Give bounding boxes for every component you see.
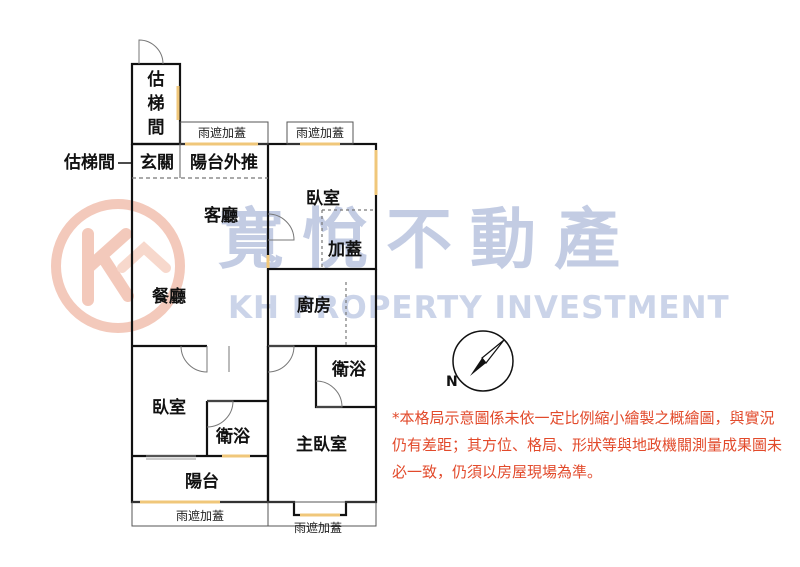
awning-label-bottom-right: 雨遮加蓋 xyxy=(294,521,343,535)
room-bath-left: 衛浴 xyxy=(216,427,250,447)
stair-label-side: 估梯間 xyxy=(64,153,115,173)
room-balcony: 陽台 xyxy=(185,472,219,492)
room-kitchen: 廚房 xyxy=(297,296,331,316)
compass-icon xyxy=(452,330,514,392)
watermark-english: KH PROPERTY INVESTMENT xyxy=(228,290,730,326)
room-dining: 餐廳 xyxy=(152,287,186,307)
room-bath-right: 衛浴 xyxy=(332,360,366,380)
room-entry: 玄關 xyxy=(140,153,174,173)
room-bedroom-top: 臥室 xyxy=(306,189,340,209)
room-living: 客廳 xyxy=(204,206,238,226)
disclaimer-text: *本格局示意圖係未依一定比例縮小繪製之概繪圖，與實況仍有差距；其方位、格局、形狀… xyxy=(392,409,783,481)
room-balcony-extension: 陽台外推 xyxy=(190,153,258,173)
awning-label-bottom-left: 雨遮加蓋 xyxy=(176,509,225,523)
room-plus-roof: 加蓋 xyxy=(328,240,362,260)
awning-label-top-right: 雨遮加蓋 xyxy=(296,126,345,140)
stair-label-vertical: 估梯間 xyxy=(147,70,165,138)
room-master-bedroom: 主臥室 xyxy=(296,435,347,455)
compass-north-label: N xyxy=(446,374,458,390)
awning-label-top-left: 雨遮加蓋 xyxy=(198,126,247,140)
brand-logo-icon xyxy=(51,199,185,333)
room-bedroom-left: 臥室 xyxy=(152,398,186,418)
